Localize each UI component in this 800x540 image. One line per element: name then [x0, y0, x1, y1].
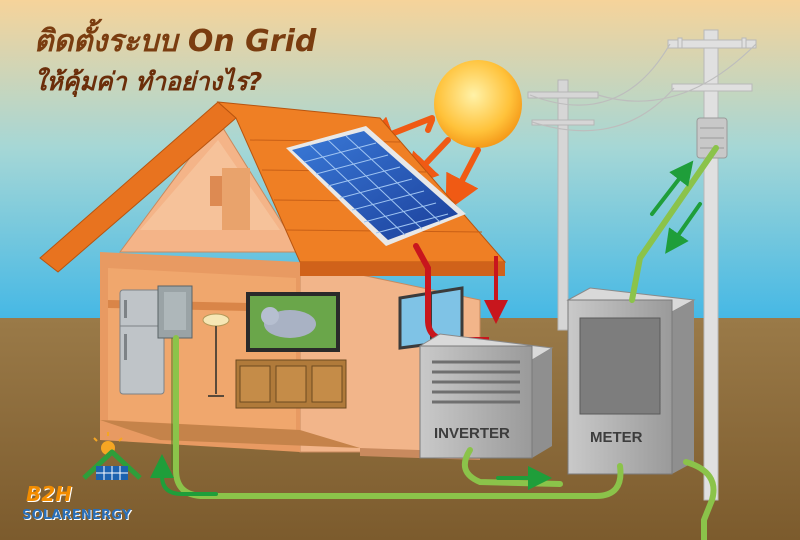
inverter-label: INVERTER [434, 425, 510, 442]
logo-house-icon [82, 432, 142, 480]
tv-cabinet [235, 359, 347, 409]
pole-transformer [696, 117, 728, 159]
power-lines [529, 43, 757, 132]
meter-label: METER [590, 429, 643, 446]
page-title: ติดตั้งระบบ On Grid [34, 24, 317, 59]
electrical-panel [157, 285, 193, 339]
logo-brand: B2H [26, 482, 72, 506]
logo-tagline: SOLARENERGY [22, 508, 132, 523]
television [246, 292, 340, 352]
meter: METER [566, 287, 696, 475]
power-flow-arrows [150, 160, 702, 496]
inverter: INVERTER [418, 333, 554, 459]
sun [434, 60, 522, 148]
refrigerator [119, 289, 165, 395]
floor-lamp [202, 313, 230, 397]
solar-panel [286, 126, 466, 246]
page-subtitle: ให้คุ้มค่า ทำอย่างไร? [34, 67, 263, 96]
